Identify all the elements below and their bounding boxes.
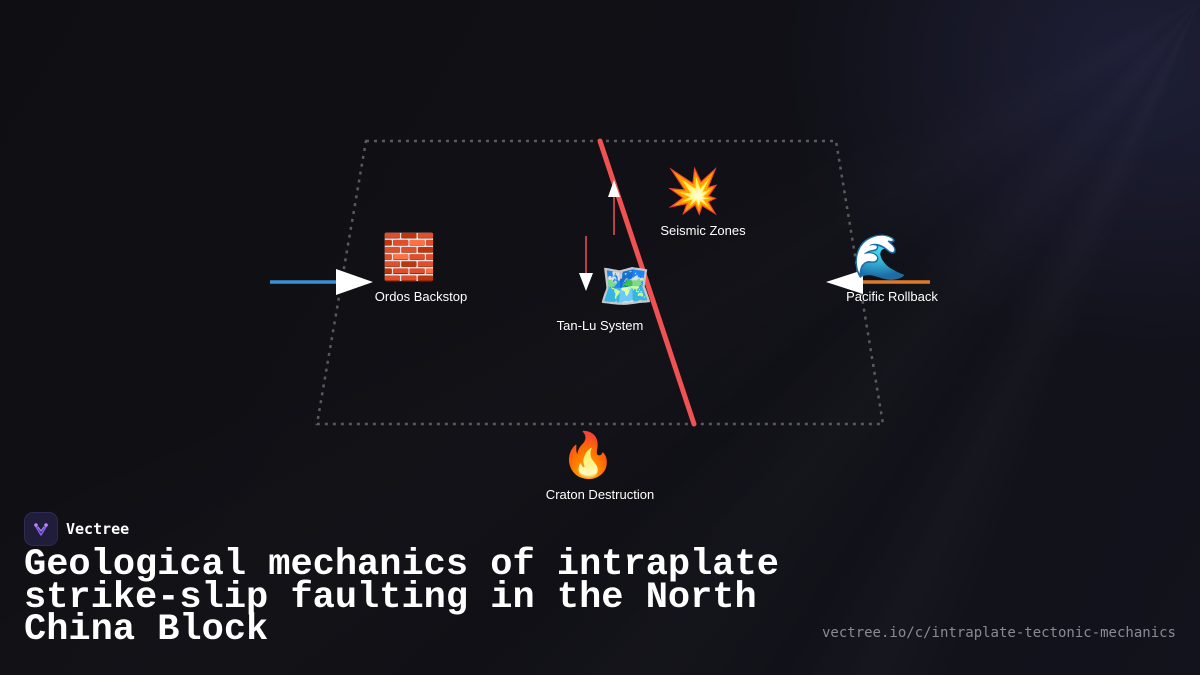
brand-name: Vectree	[66, 520, 130, 538]
west-compression-arrow	[270, 269, 373, 295]
vectree-logo-icon	[24, 512, 58, 546]
page-title: Geological mechanics of intraplate strik…	[24, 544, 779, 651]
east-extension-arrow	[826, 270, 930, 294]
brick-wall-icon: 🧱	[381, 233, 437, 282]
brand: Vectree	[24, 512, 129, 546]
fire-icon: 🔥	[560, 431, 616, 480]
strike-slip-arrow-north	[608, 180, 620, 235]
north-china-block-outline	[315, 139, 885, 426]
seismic-zones-label: Seismic Zones	[660, 223, 746, 238]
source-url[interactable]: vectree.io/c/intraplate-tectonic-mechani…	[821, 625, 1176, 641]
pacific-rollback-label: Pacific Rollback	[846, 289, 938, 304]
tan-lu-system-label: Tan-Lu System	[556, 318, 644, 333]
wave-icon: 🌊	[852, 233, 908, 282]
explosion-icon: 💥	[665, 167, 721, 216]
map-icon: 🗺️	[598, 262, 654, 311]
ordos-backstop-label: Ordos Backstop	[374, 289, 468, 304]
strike-slip-arrow-south	[579, 236, 593, 291]
craton-destruction-label: Craton Destruction	[545, 487, 655, 502]
